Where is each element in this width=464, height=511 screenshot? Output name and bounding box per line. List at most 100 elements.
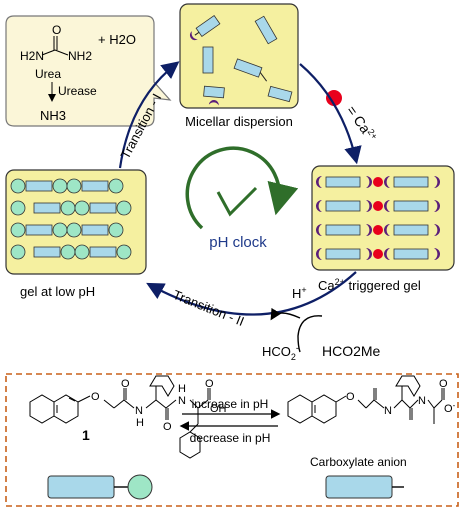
acid-hydroxyl: OH: [210, 403, 227, 415]
carboxylate-structure: [287, 375, 445, 424]
micelle-unit: [189, 15, 221, 41]
micellar-panel: Micellar dispersion: [179, 3, 299, 129]
crescent-icon: [434, 248, 440, 260]
ph-clock-label: pH clock: [209, 234, 267, 251]
ammonia-product: NH3: [40, 108, 66, 123]
urea-nh2: NH2: [68, 49, 92, 63]
anion-amide-nitrogen: N: [384, 405, 392, 417]
calcium-dot: [373, 225, 383, 235]
crescent-icon: [366, 176, 372, 188]
methyl-formate-label: HCO2Me: [322, 343, 381, 359]
water-reagent: + H2O: [98, 32, 136, 47]
sphere-icon: [116, 200, 132, 216]
compound-one-structure: [29, 375, 211, 459]
urea-name: Urea: [35, 67, 61, 81]
ester-proton-arrow: [270, 307, 301, 321]
gel-rod: [325, 176, 361, 188]
micelle-unit: [202, 46, 214, 74]
legend-rod: [325, 475, 393, 499]
sphere-icon: [74, 200, 90, 216]
micellar-label: Micellar dispersion: [185, 114, 293, 129]
urea-oxygen: O: [52, 23, 61, 37]
urease-label: Urease: [58, 84, 97, 98]
crescent-icon: [404, 474, 417, 500]
crescent-icon: [384, 248, 390, 260]
micelle-rod: [202, 46, 214, 74]
crescent-icon: [366, 224, 372, 236]
gel-rod: [81, 180, 109, 192]
micelle-rod: [203, 85, 225, 99]
anion-oxygen: O: [439, 378, 448, 390]
crescent-icon: [208, 100, 219, 106]
amide-one-oxygen: O: [121, 378, 130, 390]
micelle-unit: [267, 85, 298, 104]
crescent-icon: [316, 176, 322, 188]
calcium-gel-panel: Ca2+ triggered gel: [311, 165, 455, 293]
molecule-legend-box: O O N H O N H O OH 1 increase in pH decr…: [5, 373, 459, 507]
sphere-icon: [108, 222, 124, 238]
gel-rod: [393, 224, 429, 236]
gel-rod: [25, 180, 53, 192]
micelle-unit: [233, 58, 268, 82]
carboxylate-anion-label: Carboxylate anion: [310, 455, 407, 469]
ph-clock: pH clock: [185, 146, 299, 251]
gel-rod: [393, 248, 429, 260]
urea-bond-left: [41, 49, 56, 56]
gel-rod: [325, 200, 361, 212]
amide-two-oxygen: O: [163, 421, 172, 433]
proton-label: H+: [292, 285, 307, 301]
micelle-unit: [254, 15, 278, 45]
calcium-arrow: [299, 63, 362, 165]
calcium-gel-panel-box: [311, 165, 455, 271]
sphere-icon: [10, 178, 26, 194]
increase-ph-label: increase in pH: [192, 397, 269, 411]
low-ph-gel-label: gel at low pH: [20, 284, 95, 299]
gel-row: [10, 244, 132, 260]
urea-bond-right: [54, 49, 69, 56]
gel-rod: [25, 224, 53, 236]
gel-row: [316, 248, 440, 260]
low-ph-gel-rows: [10, 178, 132, 260]
gel-rod: [33, 202, 61, 214]
sphere-icon: [10, 200, 26, 216]
micelle-rod: [195, 15, 221, 37]
dashed-frame: [5, 373, 459, 507]
gel-rod: [325, 248, 361, 260]
sphere-icon: [52, 178, 68, 194]
sphere-icon: [74, 244, 90, 260]
crescent-icon: [384, 200, 390, 212]
calcium-legend: = Ca2+: [326, 90, 380, 141]
crescent-icon: [316, 248, 322, 260]
carboxylate-icon: [325, 474, 417, 500]
gel-row: [10, 178, 124, 194]
gel-row: [316, 224, 440, 236]
gel-rod: [89, 246, 117, 258]
formate-label: HCO2-: [262, 343, 299, 362]
gel-rod: [89, 202, 117, 214]
compound-one-icon: [47, 474, 153, 500]
transition-two-arrow: [146, 271, 357, 316]
anion-amide-nitrogen-two: N: [418, 395, 426, 407]
crescent-icon: [434, 176, 440, 188]
calcium-gel-rows: [316, 176, 440, 260]
crescent-icon: [434, 224, 440, 236]
gel-row: [10, 222, 124, 238]
sphere-icon: [60, 244, 76, 260]
crescent-icon: [366, 200, 372, 212]
urea-callout: O H2N NH2 + H2O Urea Urease NH3: [5, 15, 172, 127]
sphere-icon: [66, 178, 82, 194]
gel-rod: [393, 176, 429, 188]
decrease-ph-label: decrease in pH: [190, 431, 271, 445]
sphere-icon: [60, 200, 76, 216]
crescent-icon: [316, 200, 322, 212]
ester-hydrolysis: H+ HCO2- HCO2Me: [262, 285, 381, 362]
gel-row: [10, 200, 132, 216]
crescent-icon: [316, 224, 322, 236]
sphere-icon: [10, 244, 26, 260]
micelle-rod: [233, 58, 263, 78]
calcium-gel-label: Ca2+ triggered gel: [318, 277, 421, 293]
callout-bubble: [5, 15, 172, 127]
urea-h2n: H2N: [20, 49, 44, 63]
crescent-icon: [384, 224, 390, 236]
